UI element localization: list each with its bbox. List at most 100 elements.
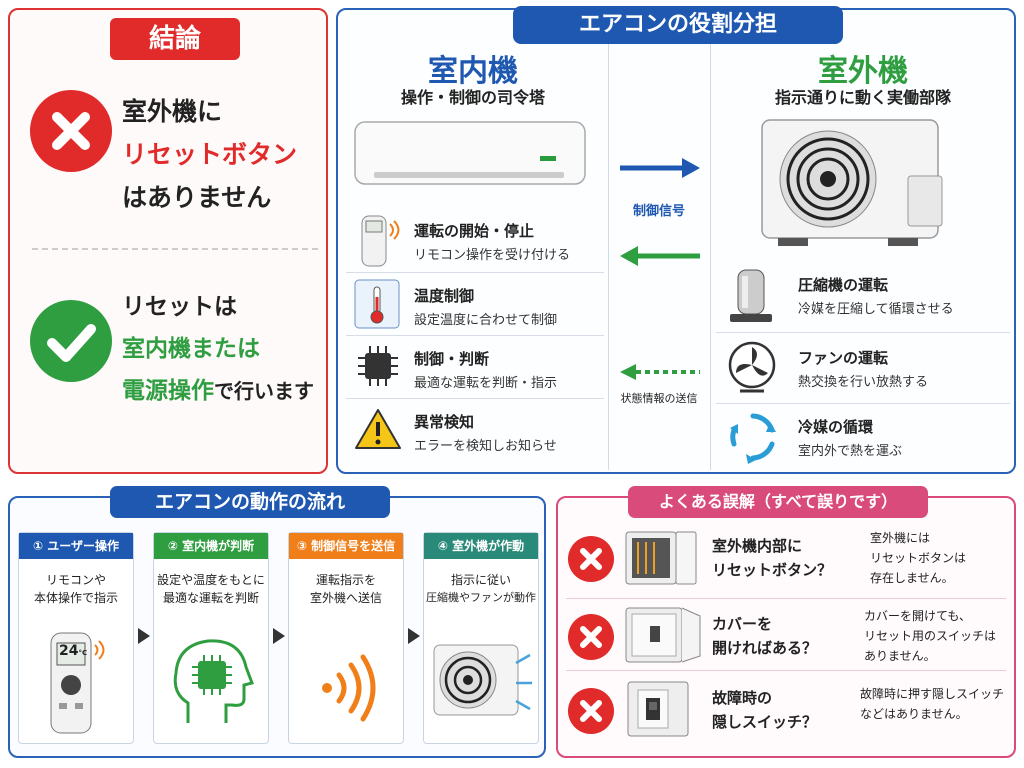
remote-hand-icon: 24°C	[39, 629, 119, 743]
thermometer-icon	[354, 279, 400, 333]
misconception-0-answer: 室外機には リセットボタンは 存在しません。	[870, 528, 966, 588]
roles-panel: エアコンの役割分担 室内機 操作・制御の司令塔 運転の開始・停止 リモコン操作を…	[336, 6, 1016, 474]
flow-step-4-line2: 圧縮機やファンが動作	[426, 591, 536, 604]
outdoor-heading: 室外機	[818, 54, 908, 89]
indoor-feature-0-desc: リモコン操作を受け付ける	[414, 248, 571, 263]
flow-arrow-3-icon	[408, 628, 420, 644]
signal-wave-icon	[319, 653, 379, 727]
misconception-2-x-icon	[568, 688, 614, 734]
outdoor-feature-1-title: ファンの運転	[798, 349, 889, 367]
correct-check-icon	[30, 300, 112, 382]
flow-step-4-label: ④ 室外機が作動	[424, 533, 538, 559]
misconception-1-q1: カバーを	[712, 615, 773, 633]
misconception-1-answer: カバーを開けても、 リセット用のスイッチは ありません。	[864, 606, 996, 666]
flow-step-3-label: ③ 制御信号を送信	[289, 533, 403, 559]
misconceptions-title: よくある誤解（すべて誤りです）	[628, 486, 928, 518]
outdoor-feature-2: 冷媒の循環 室内外で熱を運ぶ	[716, 404, 1010, 470]
correct-line-3b: で行います	[214, 379, 314, 403]
misconception-0-a1: 室外機には	[870, 531, 931, 545]
flow-step-3-line1: 運転指示を	[315, 573, 376, 587]
misconception-0-question: 室外機内部に リセットボタン？	[712, 534, 832, 582]
status-arrow-icon	[618, 362, 702, 386]
control-signal-arrow-icon	[618, 156, 702, 184]
flow-step-4: ④ 室外機が作動 指示に従い 圧縮機やファンが動作	[423, 532, 539, 744]
outdoor-feature-2-desc: 室内外で熱を運ぶ	[798, 444, 903, 459]
outdoor-feature-1-desc: 熱交換を行い放熱する	[798, 375, 929, 390]
misconception-2-q2: 隠しスイッチ？	[712, 713, 818, 731]
misconception-0-a2: リセットボタンは	[870, 551, 967, 565]
indoor-sep-2	[346, 335, 604, 336]
wrong-x-icon	[30, 90, 112, 172]
return-arrow-icon	[618, 244, 702, 272]
indoor-feature-1-desc: 設定温度に合わせて制御	[414, 313, 558, 328]
outdoor-feature-list: 圧縮機の運転 冷媒を圧縮して循環させる ファンの運転 熱交換を行い放熱する 冷媒…	[716, 260, 1010, 470]
indoor-sep-3	[346, 398, 604, 399]
chip-icon	[356, 344, 400, 392]
indoor-feature-1-title: 温度制御	[414, 287, 475, 305]
flow-step-1-desc: リモコンや 本体操作で指示	[19, 571, 133, 607]
outdoor-sep-1	[716, 332, 1010, 333]
misconception-0-a3: 存在しません。	[870, 571, 954, 585]
compressor-icon	[724, 264, 780, 330]
outdoor-feature-0-desc: 冷媒を圧縮して循環させる	[798, 302, 954, 317]
conclusion-divider	[32, 248, 318, 250]
indoor-feature-0: 運転の開始・停止 リモコン操作を受け付ける	[346, 206, 604, 272]
misconception-1-a2: リセット用のスイッチは	[864, 629, 997, 643]
misconception-2-answer: 故障時に押す隠しスイッチ などはありません。	[860, 684, 1004, 724]
status-info-label: 状態情報の送信	[620, 392, 698, 405]
indoor-feature-0-title: 運転の開始・停止	[414, 222, 535, 240]
outdoor-feature-1: ファンの運転 熱交換を行い放熱する	[716, 333, 1010, 403]
flow-step-4-line1: 指示に従い	[450, 573, 511, 587]
indoor-feature-3-desc: エラーを検知しお知らせ	[414, 439, 557, 454]
outdoor-sep-2	[716, 403, 1010, 404]
indoor-heading: 室内機	[428, 54, 518, 89]
roles-divider-right	[710, 44, 711, 470]
flow-step-1: ① ユーザー操作 リモコンや 本体操作で指示 24°C	[18, 532, 134, 744]
indoor-feature-2: 制御・判断 最適な運転を判断・指示	[346, 336, 604, 398]
flow-step-1-label: ① ユーザー操作	[19, 533, 133, 559]
outdoor-unit-working-icon	[430, 639, 534, 733]
misconception-0-q2: リセットボタン？	[712, 561, 833, 579]
conclusion-panel: 結論 室外機に リセットボタン はありません リセットは 室内機または 電源操作…	[8, 8, 328, 474]
wrong-statement: 室外機に リセットボタン はありません	[122, 90, 297, 219]
indoor-sep-1	[346, 272, 604, 273]
hidden-switch-icon	[624, 678, 694, 744]
outdoor-feature-2-title: 冷媒の循環	[798, 418, 874, 436]
correct-statement: リセットは 室内機または 電源操作で行います	[122, 286, 314, 412]
misconception-2-a1: 故障時に押す隠しスイッチ	[860, 687, 1005, 701]
roles-title: エアコンの役割分担	[513, 6, 843, 44]
misconception-2-question: 故障時の 隠しスイッチ？	[712, 686, 817, 734]
flow-step-4-desc: 指示に従い 圧縮機やファンが動作	[424, 571, 538, 607]
flow-title: エアコンの動作の流れ	[110, 486, 390, 518]
correct-line-2: 室内機または	[122, 336, 260, 362]
indoor-feature-3: 異常検知 エラーを検知しお知らせ	[346, 399, 604, 461]
flow-arrow-2-icon	[273, 628, 285, 644]
flow-arrow-1-icon	[138, 628, 150, 644]
open-panel-icon	[624, 528, 698, 592]
correct-line-3a: 電源操作	[122, 378, 214, 404]
misconception-2-a2: などはありません。	[860, 707, 968, 721]
misconception-1-x-icon	[568, 614, 614, 660]
roles-divider-left	[608, 44, 609, 470]
misconception-1: カバーを 開ければある？ カバーを開けても、 リセット用のスイッチは ありません…	[558, 600, 1014, 674]
flow-step-2: ② 室内機が判断 設定や温度をもとに 最適な運転を判断	[153, 532, 269, 744]
misconception-2-q1: 故障時の	[712, 689, 773, 707]
flow-step-2-line2: 最適な運転を判断	[162, 591, 259, 605]
conclusion-title: 結論	[110, 18, 240, 60]
control-signal-label: 制御信号	[632, 204, 685, 219]
flow-panel: エアコンの動作の流れ ① ユーザー操作 リモコンや 本体操作で指示 24°C ②…	[8, 486, 546, 758]
brain-chip-icon	[168, 633, 256, 737]
outdoor-feature-0: 圧縮機の運転 冷媒を圧縮して循環させる	[716, 260, 1010, 332]
misconception-0: 室外機内部に リセットボタン？ 室外機には リセットボタンは 存在しません。	[558, 522, 1014, 596]
indoor-feature-1: 温度制御 設定温度に合わせて制御	[346, 273, 604, 335]
flow-step-2-line1: 設定や温度をもとに	[157, 573, 265, 587]
fan-icon	[724, 339, 780, 401]
misconception-1-a1: カバーを開けても、	[864, 609, 972, 623]
misconception-1-question: カバーを 開ければある？	[712, 612, 817, 660]
wrong-line-3: はありません	[122, 183, 272, 212]
indoor-feature-2-title: 制御・判断	[414, 350, 490, 368]
indoor-feature-3-title: 異常検知	[414, 413, 475, 431]
correct-line-1: リセットは	[122, 294, 237, 320]
flow-step-1-line2: 本体操作で指示	[33, 591, 118, 605]
misconception-2: 故障時の 隠しスイッチ？ 故障時に押す隠しスイッチ などはありません。	[558, 674, 1014, 748]
